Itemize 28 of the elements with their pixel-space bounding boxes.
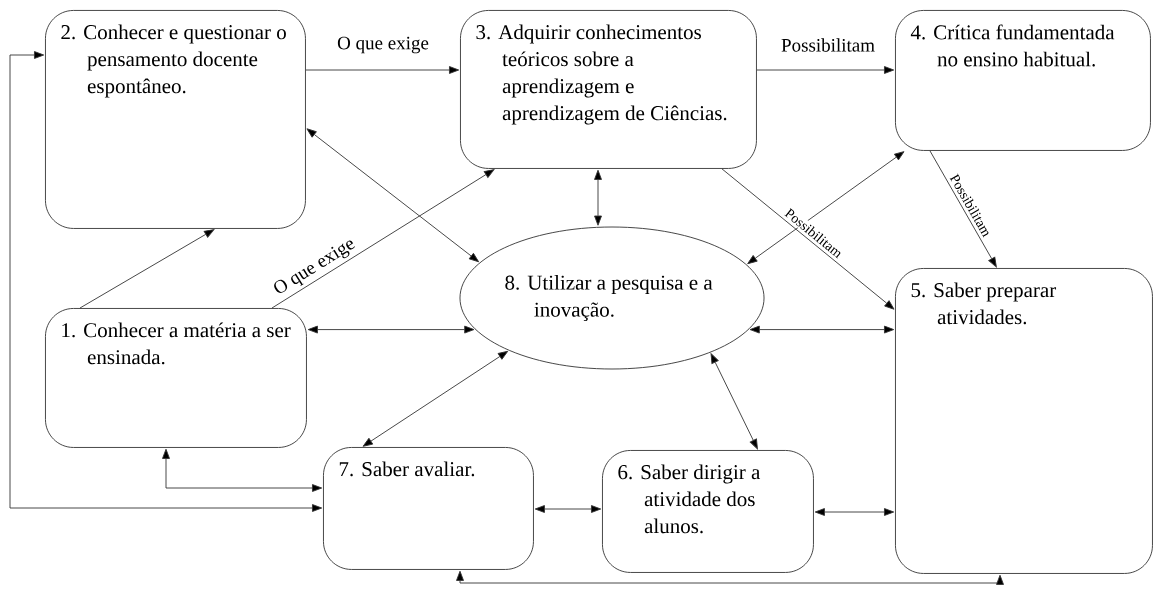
arrow bbox=[456, 570, 1004, 586]
rounded-box: 7. Saber avaliar. bbox=[323, 447, 534, 570]
edge-label: Possibilitam bbox=[780, 37, 876, 53]
edge-label: O que exige bbox=[270, 234, 360, 301]
arrow bbox=[594, 169, 602, 226]
arrow bbox=[747, 151, 905, 265]
rounded-box: 1. Conhecer a matéria a ser ensinada. bbox=[45, 308, 307, 448]
arrow bbox=[271, 169, 495, 309]
arrow bbox=[362, 350, 509, 447]
arrow bbox=[162, 448, 323, 492]
arrow bbox=[710, 353, 758, 450]
rounded-box: 4. Crítica fundamentada no ensino habitual. bbox=[895, 10, 1151, 151]
arrow bbox=[305, 66, 460, 74]
rounded-box: 3. Adquirir conhecimentos teóricos sobre a aprendizagem e aprendizagem de Ciências. bbox=[460, 10, 757, 169]
rounded-box: 5. Saber preparar atividades. bbox=[895, 268, 1153, 574]
arrow bbox=[814, 508, 895, 516]
arrow bbox=[721, 168, 895, 310]
arrow bbox=[534, 505, 602, 513]
arrow bbox=[749, 325, 895, 334]
arrow bbox=[929, 150, 997, 268]
arrow bbox=[756, 66, 895, 74]
ellipse-node: 8. Utilizar a pesquisa e a inovação. bbox=[459, 226, 765, 370]
arrow bbox=[79, 229, 215, 309]
rounded-box: 6. Saber dirigir a atividade dos alunos. bbox=[602, 450, 814, 573]
rounded-box: 2. Conhecer e questionar o pensamento docente espontâneo. bbox=[45, 10, 306, 229]
arrow bbox=[9, 51, 323, 512]
arrow bbox=[307, 325, 475, 334]
arrow bbox=[306, 128, 480, 263]
